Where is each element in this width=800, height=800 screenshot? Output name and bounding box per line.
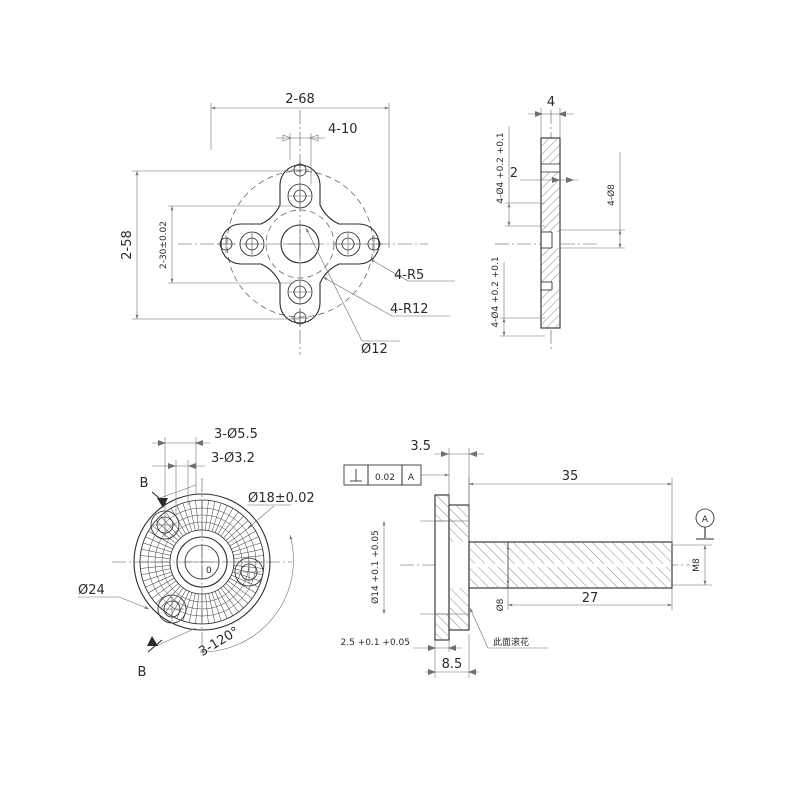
note-label-knurled-surface: 此面滚花 — [493, 636, 529, 648]
section-label-b-top: B — [140, 476, 149, 491]
dim-label-shaft-length: 35 — [562, 469, 579, 484]
dim-label-center-bore: Ø12 — [361, 342, 388, 357]
dim-label-disc-outer-dia: Ø24 — [78, 583, 105, 598]
outer-mounting-holes — [217, 161, 383, 327]
gdt-tolerance-value: 0.02 — [375, 473, 395, 483]
dim-label-shaft-dia: Ø8 — [495, 598, 506, 611]
leader-fillet-inner: 4-R12 — [322, 276, 450, 317]
dim-label-flange-thickness: 3.5 — [410, 439, 431, 454]
dim-hub-length: 8.5 — [425, 634, 479, 678]
leader-disc-outer-dia: Ø24 — [78, 583, 150, 610]
leader-disc-bolt-circle: Ø18±0.02 — [247, 491, 315, 529]
dim-overall-height: 2-58 — [120, 170, 300, 320]
dim-label-counterbore: 4-Ø8 — [606, 184, 617, 206]
dim-label-overall-height: 2-58 — [120, 230, 135, 260]
dim-label-holes-large: 3-Ø5.5 — [214, 427, 258, 442]
hatch-hub-bot — [449, 588, 469, 629]
dim-step: 2 — [510, 166, 578, 183]
dim-bolt-circle-spacing: 2-30±0.02 — [159, 205, 294, 284]
dim-shaft-dia: Ø8 — [495, 545, 510, 611]
hatch-c — [541, 248, 560, 282]
hatch-a — [541, 138, 560, 164]
view-top-left-mounting-plate: 2-68 4-10 2-58 2-30±0.02 — [120, 92, 455, 357]
section-label-b-bottom: B — [138, 665, 147, 680]
gdt-feature-control-frame: 0.02 A — [343, 464, 449, 486]
dim-label-holes-lower: 4-Ø4 +0.2 +0.1 — [490, 256, 501, 327]
dim-label-hole-spacing: 4-10 — [328, 122, 358, 137]
disc-center-mark: 0 — [206, 566, 212, 576]
dim-label-thread-spec: M8 — [692, 558, 702, 572]
dim-label-thread-length: 27 — [582, 591, 599, 606]
dim-angular-spacing: 3-120° — [196, 534, 294, 660]
dim-label-plate-thickness: 4 — [547, 95, 555, 110]
dim-label-groove-width: 2.5 +0.1 +0.05 — [341, 638, 410, 648]
surface-balloon-letter: A — [702, 515, 709, 525]
view-bottom-left-knurled-disc: 0 3-Ø5.5 — [78, 427, 315, 680]
dim-shaft-length: 35 — [468, 469, 673, 545]
gdt-datum-letter: A — [408, 473, 415, 483]
hatch-flange-top — [435, 495, 449, 521]
dim-holes-small: 3-Ø3.2 — [152, 451, 255, 517]
leader-center-bore: Ø12 — [305, 227, 400, 357]
dim-label-hub-length: 8.5 — [442, 657, 463, 672]
dim-groove-width: 2.5 +0.1 +0.05 — [341, 638, 462, 652]
dim-label-holes-upper: 4-Ø4 +0.2 +0.1 — [495, 132, 506, 203]
view-bottom-right-shaft-section: 0.02 A 3.5 35 27 — [341, 439, 715, 678]
dim-label-bolt-circle: 2-30±0.02 — [159, 221, 169, 269]
dim-holes-large: 3-Ø5.5 — [152, 427, 258, 511]
leader-fillet-outer: 4-R5 — [369, 258, 455, 283]
dim-label-disc-bolt-circle: Ø18±0.02 — [248, 491, 315, 506]
note-knurled-surface: 此面滚花 — [469, 607, 548, 649]
dim-holes-lower: 4-Ø4 +0.2 +0.1 — [490, 256, 545, 337]
hatch-d — [541, 290, 560, 328]
surface-finish-balloon: A — [695, 508, 715, 540]
dim-plate-thickness: 4 — [528, 95, 574, 138]
hidden-inner-circle — [265, 209, 335, 279]
dim-hole-spacing: 4-10 — [276, 122, 358, 184]
dim-label-flange-dia: Ø14 +0.1 +0.05 — [370, 530, 381, 604]
dim-label-fillet-inner: 4-R12 — [390, 302, 429, 317]
dim-holes-upper: 4-Ø4 +0.2 +0.1 — [495, 126, 545, 227]
counterbore-crosshairs — [240, 184, 360, 304]
section-mark-b-top: B — [140, 476, 197, 508]
hatch-hub-top — [449, 505, 469, 542]
hatch-flange-bot — [435, 614, 449, 639]
plate-hole-profiles — [541, 163, 560, 291]
hatch-shaft-top — [469, 542, 671, 564]
dim-thread-length: 27 — [507, 588, 673, 610]
dim-overall-width: 2-68 — [210, 92, 390, 248]
dim-counterbore: 4-Ø8 — [560, 152, 625, 249]
dim-thread-spec: M8 — [672, 544, 712, 586]
dim-flange-dia: Ø14 +0.1 +0.05 — [370, 520, 449, 615]
hatch-b — [541, 172, 560, 232]
dim-label-step: 2 — [510, 166, 518, 181]
hatch-shaft-bot — [469, 567, 671, 587]
dim-label-holes-small: 3-Ø3.2 — [211, 451, 255, 466]
section-mark-b-bottom: B — [138, 627, 197, 680]
dim-label-overall-width: 2-68 — [285, 92, 315, 107]
center-bore — [280, 224, 320, 264]
view-top-right-plate-section: 4 2 4-Ø4 +0.2 +0.1 4-Ø4 +0.2 +0.1 — [490, 95, 625, 350]
dim-label-fillet-outer: 4-R5 — [394, 268, 424, 283]
